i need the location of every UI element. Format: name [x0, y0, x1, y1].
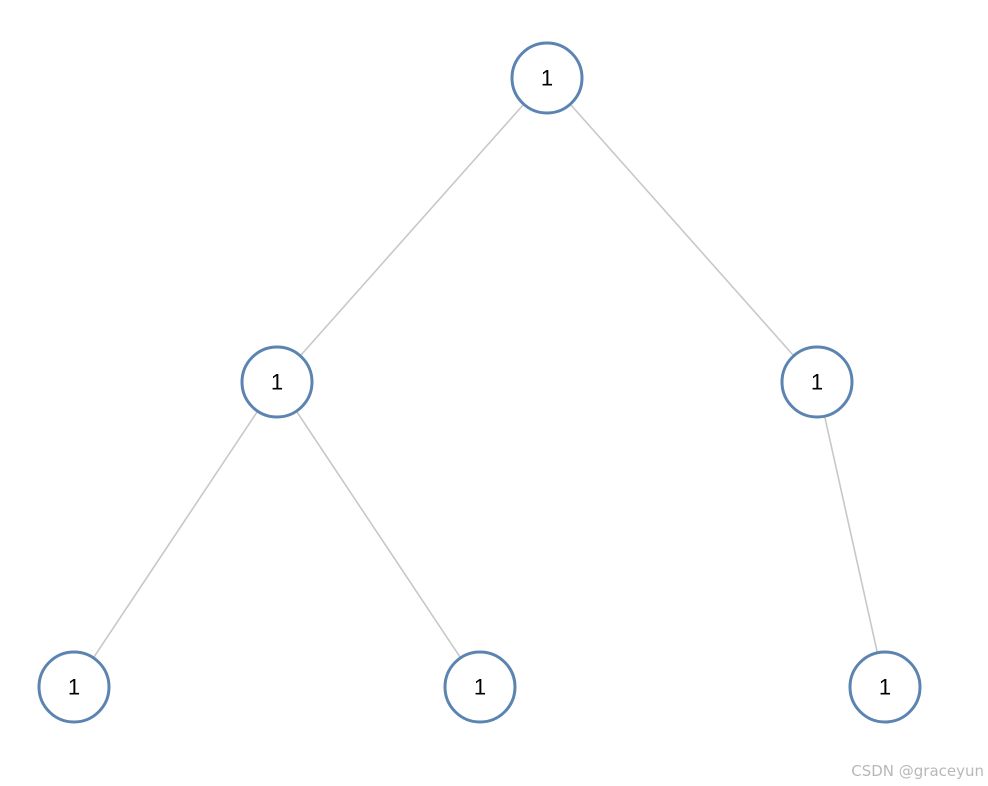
tree-edge-root-r [546, 77, 818, 383]
tree-node-circle [443, 650, 517, 724]
tree-edge-l-lr [276, 381, 481, 688]
tree-node-root: 1 [510, 41, 584, 115]
tree-node-lr: 1 [443, 650, 517, 724]
tree-node-circle [510, 41, 584, 115]
tree-node-r: 1 [780, 345, 854, 419]
tree-edge-r-rr [816, 381, 886, 688]
watermark: CSDN @graceyun [851, 762, 984, 780]
tree-node-circle [780, 345, 854, 419]
tree-edges [73, 77, 886, 688]
tree-node-label: 1 [541, 66, 553, 91]
tree-node-circle [240, 345, 314, 419]
tree-node-rr: 1 [848, 650, 922, 724]
tree-node-ll: 1 [37, 650, 111, 724]
tree-node-label: 1 [271, 370, 283, 395]
tree-edge-l-ll [73, 381, 278, 688]
tree-node-label: 1 [68, 675, 80, 700]
tree-node-label: 1 [474, 675, 486, 700]
tree-node-circle [37, 650, 111, 724]
tree-node-circle [848, 650, 922, 724]
tree-node-label: 1 [811, 370, 823, 395]
tree-edge-root-l [276, 77, 548, 383]
tree-node-label: 1 [879, 675, 891, 700]
tree-node-l: 1 [240, 345, 314, 419]
tree-nodes: 1 1 1 1 1 1 [37, 41, 922, 724]
